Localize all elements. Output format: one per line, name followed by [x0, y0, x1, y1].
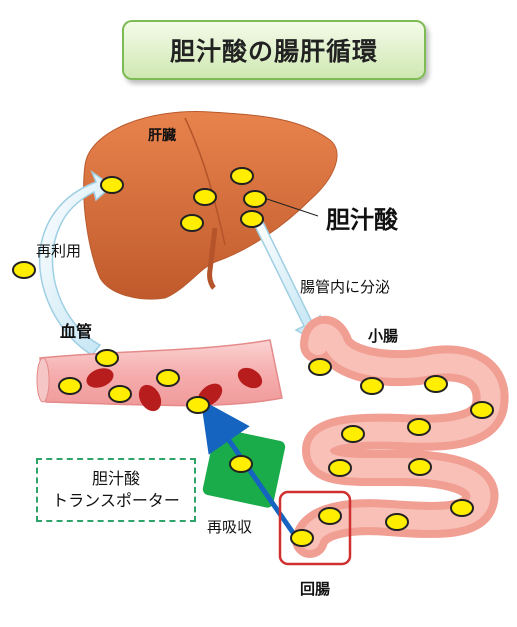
bile-acid-label: 胆汁酸 — [326, 206, 398, 234]
blood-vessel-label: 血管 — [60, 322, 93, 341]
bile-acid-dot — [308, 358, 332, 376]
bile-acid-dot — [243, 190, 267, 208]
bile-acid-dot — [328, 459, 352, 477]
bile-acid-dot — [470, 401, 494, 419]
bile-acid-dot — [424, 375, 448, 393]
small-intestine-label: 小腸 — [368, 327, 399, 345]
bile-acid-dot — [156, 369, 180, 387]
bile-acid-dot — [341, 425, 365, 443]
blood-cell — [138, 384, 162, 412]
bile-acid-dot — [108, 385, 132, 403]
bile-acid-dot — [360, 377, 384, 395]
transporter-label-line1: 胆汁酸 — [91, 469, 140, 488]
bile-acid-dot — [186, 396, 210, 414]
reabsorption-arrow — [200, 399, 301, 542]
small-intestine — [292, 316, 509, 558]
bile-acid-dot — [318, 507, 342, 525]
bile-acid-dot — [240, 210, 264, 228]
title-box: 胆汁酸の腸肝循環 — [122, 20, 426, 80]
liver — [83, 111, 338, 300]
bile-acid-dot — [290, 529, 314, 547]
bile-acid-dot — [100, 176, 124, 194]
diagram-title: 胆汁酸の腸肝循環 — [169, 37, 378, 66]
liver-label: 肝臓 — [148, 128, 176, 144]
transporter-label-line2: トランスポーター — [52, 491, 180, 510]
bile-acid-dot — [407, 418, 431, 436]
reuse-label: 再利用 — [36, 242, 82, 260]
secretion-label: 腸管内に分泌 — [300, 278, 391, 296]
ileum-box — [278, 490, 352, 566]
blood-cell — [237, 367, 263, 389]
bile-acid-dot — [12, 261, 36, 279]
bile-acid-dots — [12, 167, 494, 547]
transporter-label-box: 胆汁酸 トランスポーター — [36, 458, 196, 522]
bile-acid-dot — [408, 458, 432, 476]
bile-acid-dot — [180, 214, 204, 232]
bile-acid-callout-line — [263, 197, 319, 217]
ileum-label: 回腸 — [300, 580, 331, 598]
bile-acid-dot — [450, 499, 474, 517]
bile-acid-dot — [230, 167, 254, 185]
bile-acid-dot — [385, 513, 409, 531]
reabsorption-label: 再吸収 — [207, 518, 253, 536]
blood-cell — [86, 368, 114, 388]
bile-acid-dot — [193, 188, 217, 206]
bile-acid-dot — [95, 349, 119, 367]
bile-acid-dot — [229, 455, 253, 473]
bile-acid-dot — [58, 377, 82, 395]
